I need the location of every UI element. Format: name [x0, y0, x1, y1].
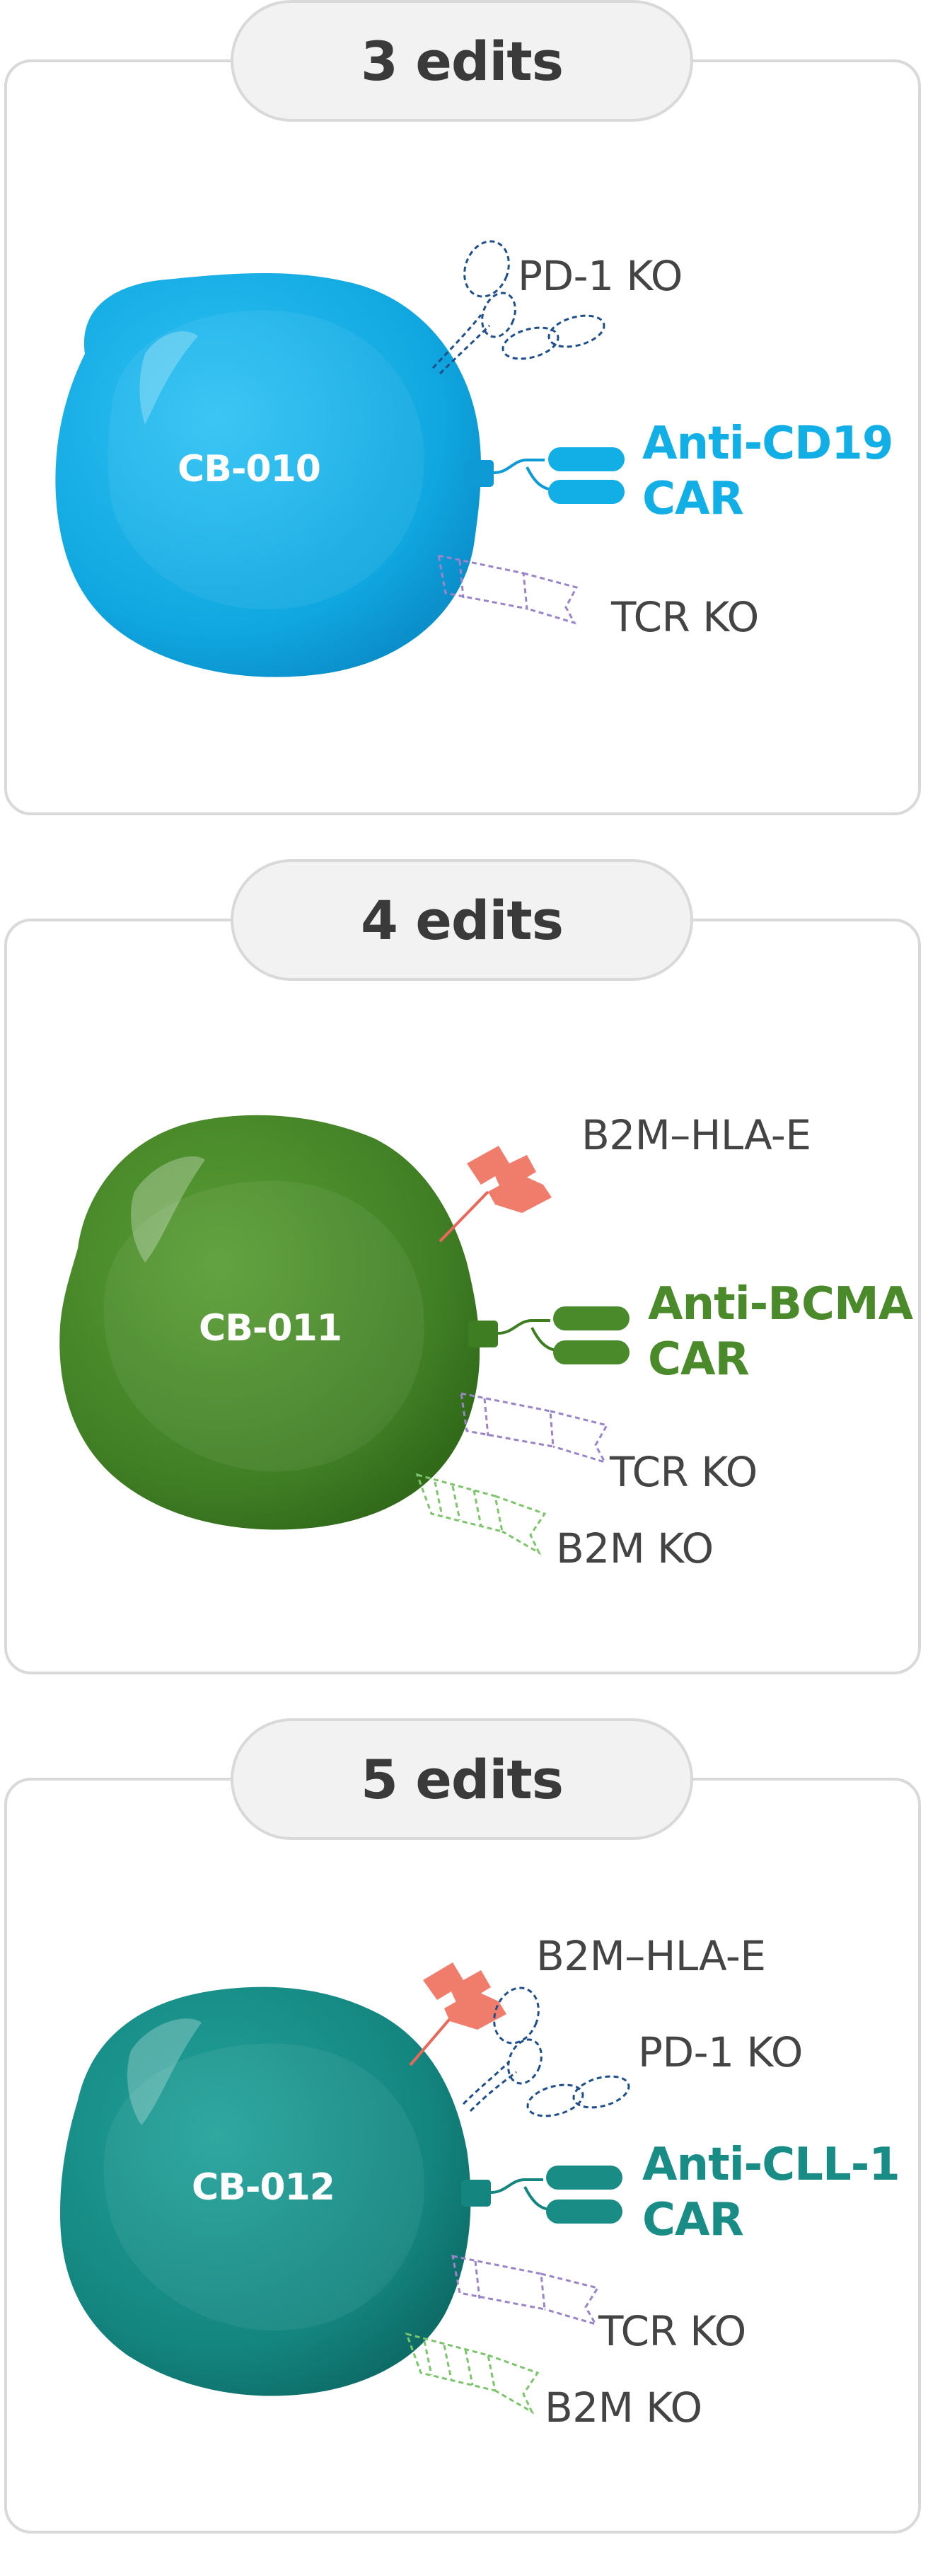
- car-label-line2: CAR: [648, 1333, 750, 1386]
- car-label-line2: CAR: [642, 2194, 744, 2246]
- tcr-ko-icon: [437, 554, 579, 625]
- b2m-hla-e-icon: [409, 1962, 506, 2066]
- car-label-line1: Anti-CLL-1: [642, 2139, 900, 2191]
- tcr-ko-icon: [460, 1392, 609, 1464]
- tcr-ko-label: TCR KO: [611, 593, 759, 641]
- cell-highlight: [139, 331, 198, 425]
- b2m-hla-e-icon: [439, 1146, 552, 1243]
- pd1-ko-label: PD-1 KO: [518, 252, 683, 300]
- cell-inner-shade: [103, 2043, 424, 2331]
- car-receptor-icon: [461, 2166, 622, 2224]
- edits-badge: 3 edits: [231, 0, 693, 122]
- pd1-ko-icon: [462, 1986, 630, 2117]
- b2m-ko-label: B2M KO: [556, 1524, 714, 1572]
- panel-4-edits: 4 edits CB-011: [0, 859, 928, 1717]
- pd1-ko-icon: [431, 240, 605, 375]
- cell-diagram: CB-010: [55, 240, 625, 677]
- b2m-ko-icon: [405, 2332, 540, 2415]
- car-label-line1: Anti-BCMA: [648, 1278, 913, 1330]
- tcr-ko-label: TCR KO: [598, 2307, 746, 2355]
- cell-diagram: CB-011: [59, 1115, 630, 1556]
- car-receptor-icon: [468, 1306, 630, 1364]
- tcr-ko-label: TCR KO: [610, 1448, 758, 1496]
- pd1-ko-label: PD-1 KO: [638, 2028, 803, 2076]
- car-label: Anti-CLL-1 CAR: [642, 2137, 900, 2248]
- edits-badge: 4 edits: [231, 859, 693, 981]
- car-receptor-icon: [464, 447, 625, 504]
- edits-count: 5 edits: [361, 1747, 564, 1811]
- panel-3-edits: 3 edits CB-010: [0, 0, 928, 858]
- tcr-ko-icon: [451, 2255, 600, 2326]
- car-label: Anti-CD19 CAR: [642, 416, 893, 527]
- car-label-line2: CAR: [642, 473, 744, 525]
- panel-5-edits: 5 edits CB-012: [0, 1718, 928, 2576]
- cell-highlight: [131, 1156, 205, 1263]
- cell-name: CB-012: [192, 2166, 335, 2209]
- cell-diagram: CB-012: [60, 1962, 630, 2415]
- t-cell-body: [55, 272, 481, 677]
- b2m-ko-icon: [415, 1473, 547, 1556]
- b2m-hla-e-label: B2M–HLA-E: [536, 1932, 766, 1980]
- cell-inner-shade: [103, 1180, 424, 1472]
- t-cell-body: [60, 1986, 471, 2396]
- b2m-ko-label: B2M KO: [545, 2384, 702, 2432]
- edits-badge: 5 edits: [231, 1718, 693, 1840]
- car-label-line1: Anti-CD19: [642, 418, 893, 470]
- cell-inner-shade: [108, 310, 424, 610]
- edits-count: 4 edits: [361, 888, 564, 952]
- edits-count: 3 edits: [361, 29, 564, 93]
- b2m-hla-e-label: B2M–HLA-E: [581, 1111, 811, 1159]
- cell-name: CB-010: [178, 448, 320, 490]
- car-label: Anti-BCMA CAR: [648, 1277, 913, 1387]
- t-cell-body: [59, 1115, 480, 1530]
- cell-name: CB-011: [199, 1307, 342, 1350]
- cell-highlight: [127, 2018, 202, 2125]
